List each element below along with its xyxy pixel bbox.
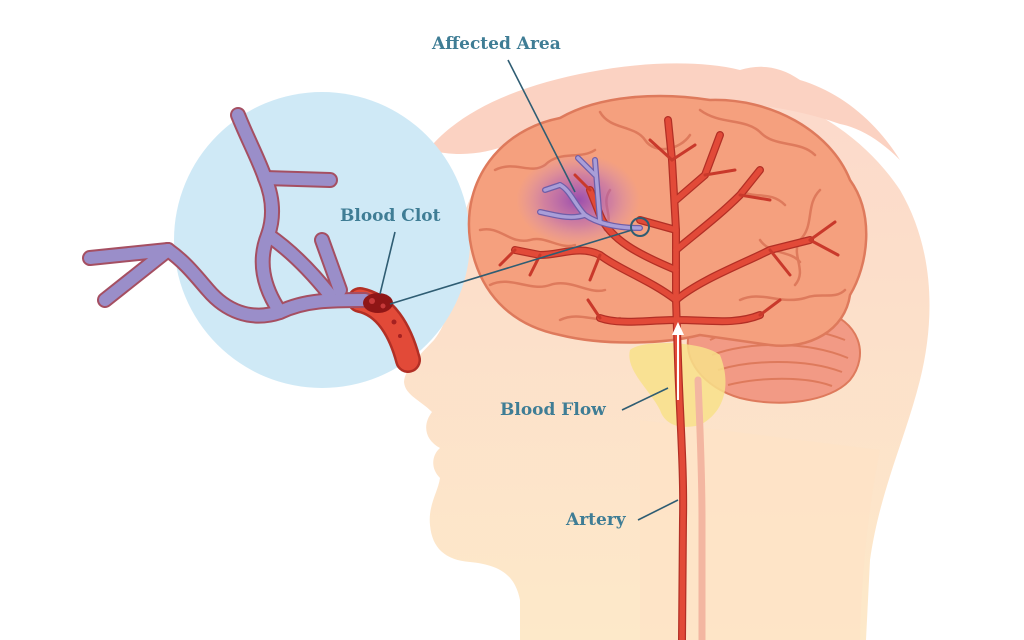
neck (640, 420, 880, 640)
up-arrow-icon (672, 322, 684, 400)
hair (428, 63, 900, 160)
affected-area-label: Affected Area (432, 34, 561, 54)
blood-flow-label: Blood Flow (500, 400, 606, 420)
blood-clot-label: Blood Clot (340, 206, 441, 226)
affected-area-glow (516, 154, 640, 246)
magnified-vessel (82, 107, 421, 373)
leader-lines (379, 59, 679, 521)
neck-vessel (694, 376, 706, 640)
magnifier-connector (389, 229, 633, 305)
blocked-vessels-brain (537, 155, 650, 237)
blood-flow-leader (621, 387, 669, 411)
clot-site-marker (630, 217, 650, 237)
magnified-blocked-branches (82, 107, 373, 324)
blood-clot (363, 293, 402, 338)
artery-label: Artery (566, 510, 626, 530)
affected-area (516, 154, 640, 246)
blood-clot-leader (379, 231, 396, 295)
affected-area-leader (507, 59, 576, 193)
artery-leader (637, 499, 679, 521)
artery-tree (498, 116, 840, 640)
